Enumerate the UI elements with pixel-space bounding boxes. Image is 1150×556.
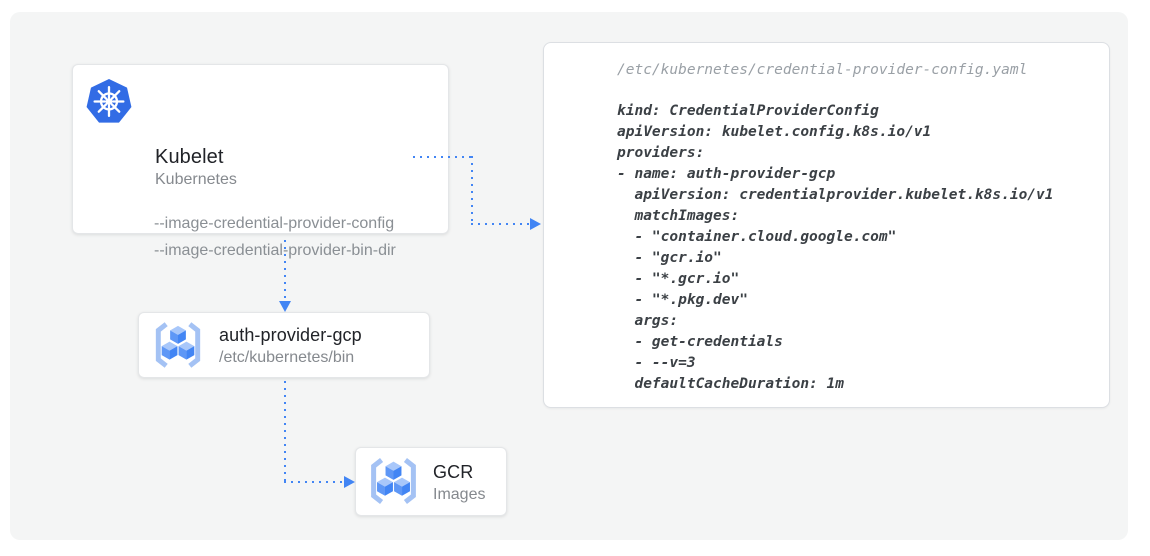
kubelet-flags: --image-credential-provider-config --ima… <box>154 210 396 264</box>
node-gcr: GCR Images <box>355 447 507 516</box>
kubernetes-helm-icon <box>86 78 132 123</box>
arrowhead-into-auth-provider <box>279 301 291 312</box>
connector-config-vertical <box>471 156 473 224</box>
kubelet-title: Kubelet <box>155 146 224 168</box>
connector-auth-to-gcr-horizontal <box>284 481 344 483</box>
node-kubelet: Kubelet Kubernetes --image-credential-pr… <box>72 64 449 259</box>
arrowhead-into-config-panel <box>530 218 541 230</box>
container-registry-icon <box>371 458 416 504</box>
credential-provider-config-panel: /etc/kubernetes/credential-provider-conf… <box>543 42 1110 408</box>
connector-config-horizontal-2 <box>471 223 530 225</box>
flag-image-credential-provider-bin-dir: --image-credential-provider-bin-dir <box>154 242 396 259</box>
connector-config-horizontal-1 <box>413 156 471 158</box>
config-file-path: /etc/kubernetes/credential-provider-conf… <box>617 62 1028 78</box>
gcr-subtitle: Images <box>433 486 486 503</box>
connector-auth-to-gcr-vertical <box>284 381 286 482</box>
flag-image-credential-provider-config: --image-credential-provider-config <box>154 215 395 232</box>
node-auth-provider-gcp: auth-provider-gcp /etc/kubernetes/bin <box>138 312 430 378</box>
auth-provider-subtitle: /etc/kubernetes/bin <box>219 349 355 366</box>
arrowhead-into-gcr <box>344 476 355 488</box>
kubelet-subtitle: Kubernetes <box>155 171 237 188</box>
gcr-title: GCR <box>433 462 474 482</box>
config-yaml-code: kind: CredentialProviderConfig apiVersio… <box>617 103 1054 392</box>
container-registry-icon <box>155 322 201 368</box>
connector-kubelet-to-auth <box>284 240 286 301</box>
auth-provider-title: auth-provider-gcp <box>219 325 362 345</box>
